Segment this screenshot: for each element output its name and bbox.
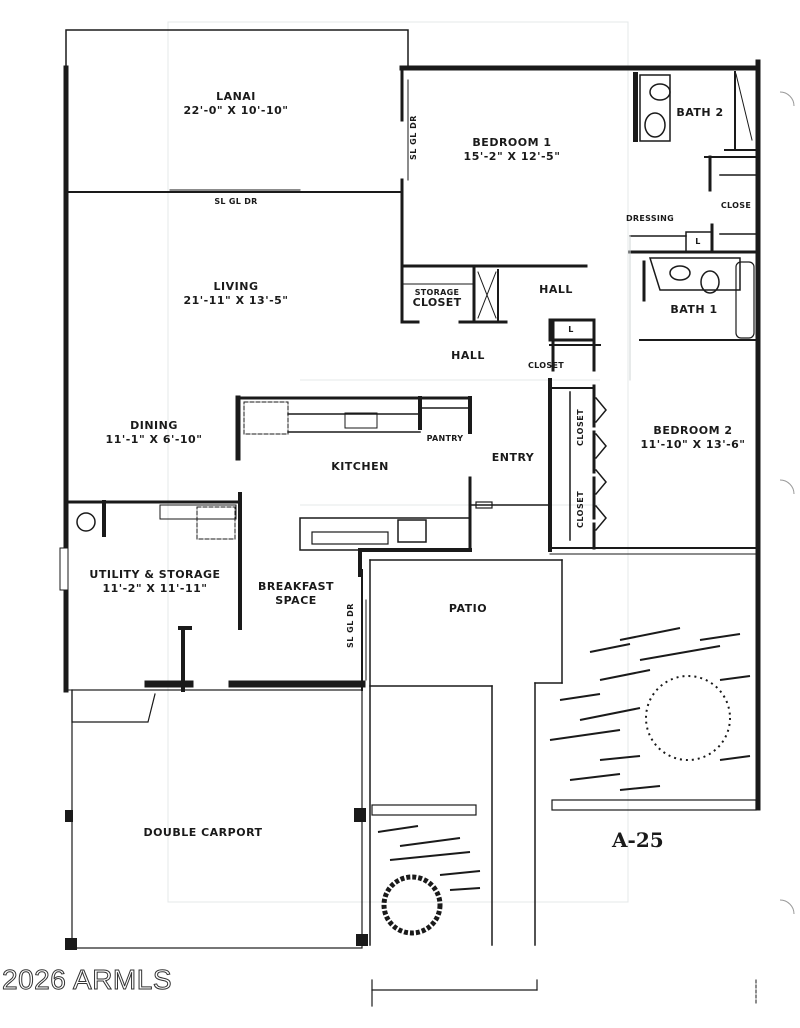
- room-living: LIVING 21'-11" X 13'-5": [183, 280, 288, 308]
- landscaping-planter: [377, 825, 481, 936]
- room-dimensions: 21'-11" X 13'-5": [183, 294, 289, 307]
- room-name: BREAKFAST: [257, 580, 335, 593]
- laundry-label-l2: L: [568, 325, 574, 334]
- room-storage-closet: STORAGE CLOSET: [413, 288, 462, 308]
- room-dimensions: 11'-1" X 6'-10": [105, 433, 203, 446]
- room-kitchen: KITCHEN: [331, 460, 389, 473]
- door-label-breakfast-patio: SL GL DR: [346, 603, 355, 648]
- room-utility-storage: UTILITY & STORAGE 11'-2" X 11'-11": [89, 568, 220, 596]
- room-name-line2: SPACE: [275, 594, 317, 607]
- room-name: BEDROOM 2: [653, 424, 733, 437]
- room-name: STORAGE: [414, 288, 460, 297]
- room-bedroom-2: BEDROOM 2 11'-10" X 13'-6": [640, 424, 745, 452]
- room-double-carport: DOUBLE CARPORT: [143, 826, 263, 839]
- laundry-label-l1: L: [695, 237, 701, 246]
- room-patio: PATIO: [448, 602, 488, 615]
- room-bath-2: BATH 2: [676, 106, 724, 119]
- room-hall-lower: HALL: [451, 349, 485, 362]
- landscaping-tree: [549, 627, 751, 791]
- room-lanai: LANAI 22'-0" X 10'-10": [183, 90, 288, 118]
- room-bedroom-1: BEDROOM 1 15'-2" X 12'-5": [464, 136, 561, 164]
- room-closet-master: CLOSE: [720, 201, 752, 210]
- door-label-lanai-bedroom: SL GL DR: [409, 115, 418, 160]
- room-dimensions: 11'-10" X 13'-6": [640, 438, 746, 451]
- room-dining: DINING 11'-1" X 6'-10": [106, 419, 203, 447]
- room-name: DINING: [130, 419, 178, 432]
- binder-hole-marks: [779, 91, 795, 915]
- room-dressing: DRESSING: [625, 214, 675, 223]
- plan-code: A-25: [612, 828, 664, 852]
- room-entry: ENTRY: [491, 451, 535, 464]
- room-breakfast-space: BREAKFAST SPACE: [258, 580, 334, 608]
- room-name: LIVING: [213, 280, 259, 293]
- room-name: BEDROOM 1: [472, 136, 552, 149]
- door-label-lanai-living: SL GL DR: [214, 197, 258, 206]
- room-closet-b: CLOSET: [576, 490, 585, 528]
- room-hall-upper: HALL: [539, 283, 573, 296]
- room-name: LANAI: [216, 90, 256, 103]
- room-closet-a: CLOSET: [576, 408, 585, 446]
- room-dimensions: 15'-2" X 12'-5": [463, 150, 561, 163]
- copyright-watermark: 2026 ARMLS: [2, 964, 173, 996]
- room-pantry: PANTRY: [426, 434, 464, 443]
- room-name-line2: CLOSET: [412, 296, 462, 309]
- room-hall-closet: CLOSET: [528, 361, 564, 370]
- walls: [59, 29, 761, 1007]
- room-name: UTILITY & STORAGE: [89, 568, 221, 581]
- room-dimensions: 11'-2" X 11'-11": [102, 582, 208, 595]
- room-bath-1: BATH 1: [670, 303, 718, 316]
- room-dimensions: 22'-0" X 10'-10": [183, 104, 289, 117]
